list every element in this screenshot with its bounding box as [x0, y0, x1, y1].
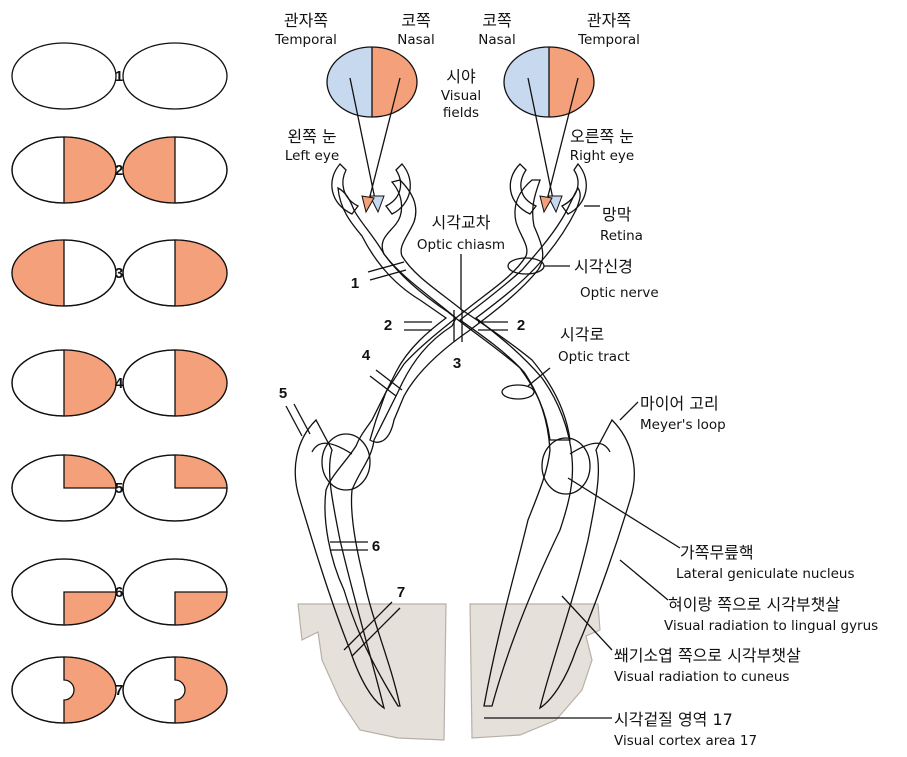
lgn-left [322, 434, 370, 490]
lesion-3: 3 [453, 355, 461, 372]
label-visual-fields-en-1: Visual [441, 88, 481, 104]
defect-1-right-field [123, 43, 227, 109]
lgn-right [542, 438, 590, 494]
label-left-temporal-en: Temporal [274, 32, 337, 48]
label-visual-fields-ko: 시야 [446, 67, 476, 86]
defect-4-number: 4 [115, 375, 124, 392]
defect-2-number: 2 [115, 162, 123, 179]
label-visual-fields-en-2: fields [443, 105, 479, 121]
defect-3-number: 3 [115, 265, 123, 282]
right-eye [510, 164, 586, 214]
label-cuneus-en: Visual radiation to cuneus [614, 669, 789, 685]
visual-field-left [327, 47, 417, 117]
lesion-5: 5 [279, 385, 287, 402]
defect-row-4: 4 [12, 350, 227, 416]
label-lgn-ko: 가쪽무릎핵 [680, 543, 754, 562]
defect-5-number: 5 [115, 480, 123, 497]
defect-row-1: 1 [12, 43, 227, 109]
label-cortex-ko: 시각겉질 영역 17 [614, 710, 733, 729]
defect-row-7: 7 [12, 657, 227, 723]
left-eye [332, 164, 410, 214]
defect-row-2: 2 [12, 137, 227, 203]
lesion-7: 7 [397, 584, 405, 601]
label-optic-tract-ko: 시각로 [560, 325, 604, 344]
label-left-eye-ko: 왼쪽 눈 [287, 127, 336, 146]
label-left-nasal-ko: 코쪽 [401, 11, 430, 30]
lesion-2-right: 2 [517, 317, 525, 334]
label-right-nasal-ko: 코쪽 [482, 11, 511, 30]
defect-row-6: 6 [12, 559, 227, 625]
label-retina-ko: 망막 [602, 205, 632, 224]
label-right-temporal-ko: 관자쪽 [587, 11, 631, 30]
label-left-eye-en: Left eye [285, 148, 339, 164]
lesion-6: 6 [372, 538, 380, 555]
label-lgn-en: Lateral geniculate nucleus [676, 566, 855, 582]
defect-1-number: 1 [115, 68, 123, 85]
label-right-eye-ko: 오른쪽 눈 [570, 127, 634, 146]
lesion-1: 1 [351, 275, 359, 292]
lesion-2-left: 2 [384, 317, 392, 334]
label-lingual-en: Visual radiation to lingual gyrus [664, 618, 878, 634]
label-optic-nerve-en: Optic nerve [580, 285, 659, 301]
label-chiasm-ko: 시각교차 [432, 213, 491, 232]
visual-cortex [298, 604, 600, 740]
label-meyer-en: Meyer's loop [640, 417, 726, 433]
label-optic-nerve-ko: 시각신경 [574, 257, 633, 276]
label-left-temporal-ko: 관자쪽 [284, 11, 328, 30]
label-lingual-ko: 혀이랑 쪽으로 시각부챗살 [668, 595, 840, 614]
defect-row-3: 3 [12, 240, 227, 306]
label-right-nasal-en: Nasal [478, 32, 515, 48]
label-right-temporal-en: Temporal [577, 32, 640, 48]
defect-6-number: 6 [115, 584, 123, 601]
defect-7-number: 7 [115, 682, 123, 699]
label-cortex-en: Visual cortex area 17 [614, 733, 757, 749]
label-optic-tract-en: Optic tract [558, 349, 630, 365]
label-left-nasal-en: Nasal [397, 32, 434, 48]
label-right-eye-en: Right eye [570, 148, 634, 164]
lesion-4: 4 [362, 347, 371, 364]
defect-1-left-field [12, 43, 116, 109]
label-cuneus-ko: 쐐기소엽 쪽으로 시각부챗살 [614, 646, 801, 665]
defect-row-5: 5 [12, 455, 227, 521]
visual-field-right [504, 47, 594, 117]
label-meyer-ko: 마이어 고리 [640, 394, 719, 413]
label-retina-en: Retina [600, 228, 643, 244]
label-chiasm-en: Optic chiasm [417, 237, 505, 253]
